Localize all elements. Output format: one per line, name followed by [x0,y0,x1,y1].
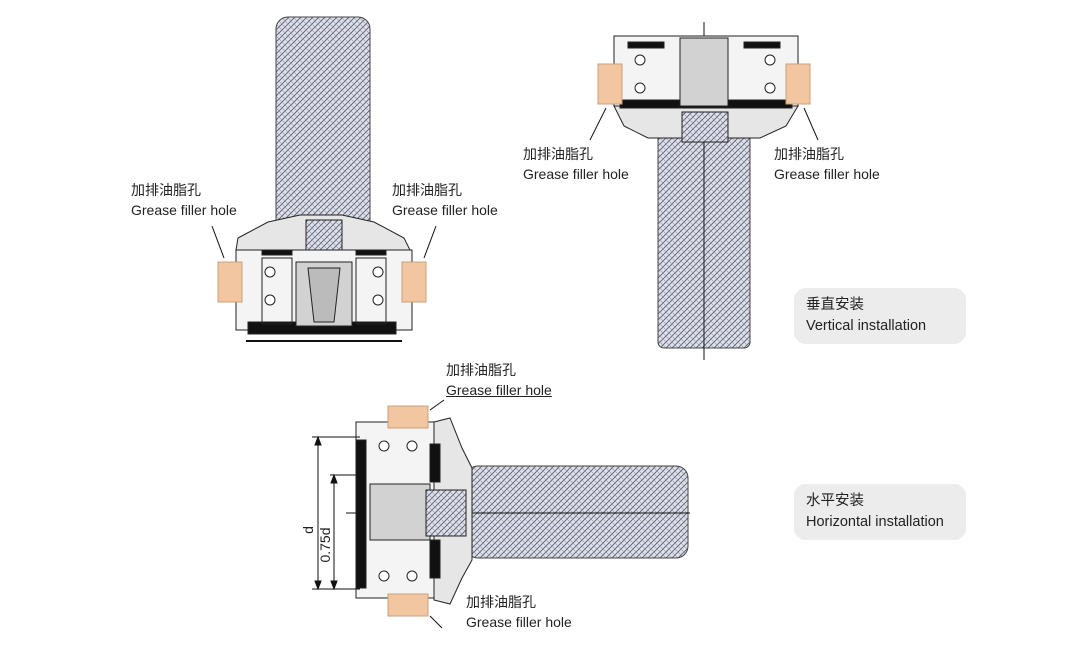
flange-housing-horizontal [355,417,473,605]
assembly-brush-up [211,16,437,342]
vertical-installation-badge: 垂直安装 Vertical installation [794,288,966,344]
horizontal-installation-en: Horizontal installation [806,514,944,530]
grease-label-horizontal-top: 加排油脂孔 Grease filler hole [446,362,552,400]
vertical-installation-zh: 垂直安装 [806,297,864,313]
grease-label-top-right-b: 加排油脂孔 Grease filler hole [774,146,880,184]
grease-label-en: Grease filler hole [131,202,237,218]
grease-label-zh: 加排油脂孔 [523,147,593,163]
flange-housing-up [235,214,413,342]
mounting-flange-down [597,63,811,105]
dimension-lines [312,435,360,591]
grease-label-zh: 加排油脂孔 [131,183,201,199]
horizontal-installation-badge: 水平安装 Horizontal installation [794,484,966,540]
grease-label-zh: 加排油脂孔 [774,147,844,163]
mounting-flange-up [217,261,427,303]
brush-roll-up [275,16,371,240]
grease-label-zh: 加排油脂孔 [392,183,462,199]
grease-label-top-left-b: 加排油脂孔 Grease filler hole [392,182,498,220]
grease-label-top-left-a: 加排油脂孔 Grease filler hole [131,182,237,220]
grease-label-en: Grease filler hole [466,614,572,630]
assembly-horizontal [346,399,690,629]
grease-label-zh: 加排油脂孔 [466,595,536,611]
grease-label-en: Grease filler hole [446,382,552,398]
brush-roll-horizontal [465,465,689,559]
grease-label-zh: 加排油脂孔 [446,363,516,379]
flange-housing-down [613,35,799,143]
grease-label-en: Grease filler hole [523,166,629,182]
assembly-brush-down [589,22,819,360]
mounting-flange-horizontal [387,405,429,617]
grease-label-en: Grease filler hole [774,166,880,182]
grease-label-top-right-a: 加排油脂孔 Grease filler hole [523,146,629,184]
grease-label-en: Grease filler hole [392,202,498,218]
dimension-d: d [300,526,316,534]
vertical-installation-en: Vertical installation [806,318,927,334]
horizontal-installation-zh: 水平安装 [806,493,864,509]
dimension-075d: 0.75d [317,527,333,562]
grease-label-horizontal-bottom: 加排油脂孔 Grease filler hole [466,594,572,632]
